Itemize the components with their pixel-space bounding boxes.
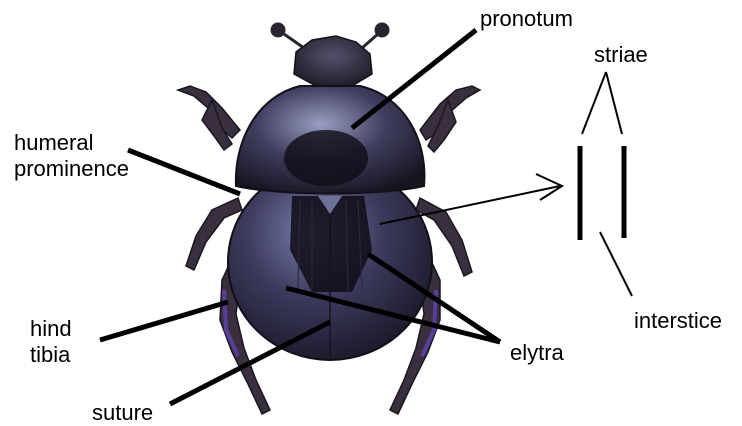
label-hind-tibia: hind tibia xyxy=(30,316,72,368)
label-hind-line2: tibia xyxy=(30,342,72,368)
striae-pointer-right xyxy=(606,72,622,134)
label-hind-line1: hind xyxy=(30,316,72,342)
label-humeral-line1: humeral xyxy=(14,130,129,156)
label-interstice: interstice xyxy=(634,308,722,334)
label-humeral-prominence: humeral prominence xyxy=(14,130,129,182)
striae-pointer-left xyxy=(582,72,606,134)
interstice-pointer xyxy=(600,232,632,296)
hind-tibia-pointer xyxy=(100,302,228,340)
suture-pointer xyxy=(170,322,330,404)
label-humeral-line2: prominence xyxy=(14,156,129,182)
pronotum-pointer xyxy=(352,30,476,128)
label-suture: suture xyxy=(92,400,153,426)
label-elytra: elytra xyxy=(510,340,564,366)
label-pronotum: pronotum xyxy=(480,6,573,32)
pronotum-dark-spot xyxy=(284,130,368,186)
label-striae: striae xyxy=(594,42,648,68)
humeral-pointer xyxy=(128,150,240,194)
beetle-head xyxy=(294,36,372,86)
